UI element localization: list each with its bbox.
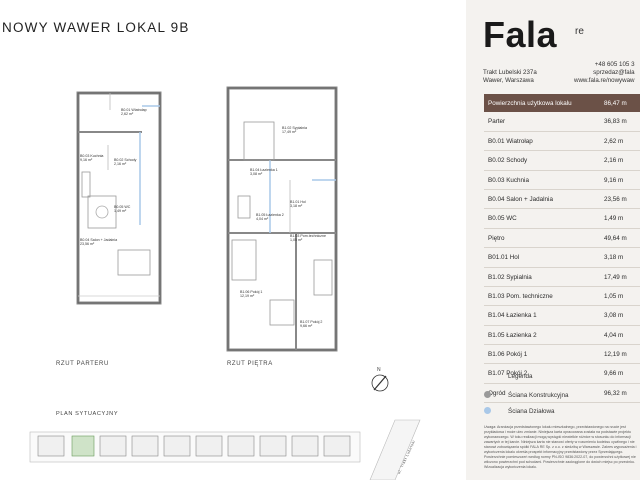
area-table-row: B1.02 Sypialnia 17,49 m	[484, 268, 640, 287]
area-label: B1.03 Pom. techniczne	[488, 292, 553, 300]
area-value: 1,49 m	[604, 215, 624, 223]
area-label: B0.04 Salon + Jadalnia	[488, 195, 553, 203]
area-table-row: B1.05 Łazienka 2 4,04 m	[484, 326, 640, 346]
first-floor-caption: RZUT PIĘTRA	[227, 361, 273, 367]
area-value: 1,05 m	[604, 292, 624, 300]
area-label: B1.07 Pokój 2	[488, 370, 528, 378]
area-label: B1.04 Łazienka 1	[488, 312, 537, 320]
website-link[interactable]: www.fala.re/nowywaw	[574, 77, 635, 84]
area-label: B0.01 Wiatrołap	[488, 137, 533, 145]
document-title: NOWY WAWER LOKAL 9B	[2, 20, 190, 35]
brand-contact: +48 605 105 3 sprzedaz@fala www.fala.re/…	[574, 61, 635, 85]
legend-swatch-gray	[484, 391, 491, 398]
phone-link[interactable]: +48 605 105 3	[594, 61, 635, 68]
area-value: 12,19 m	[604, 351, 627, 359]
area-value: 23,56 m	[604, 195, 627, 203]
first-floor-plan	[226, 86, 338, 352]
plan-area: NOWY WAWER LOKAL 9B	[2, 20, 421, 480]
area-table-row: B01.01 Hol 3,18 m	[484, 248, 640, 268]
brand-logo: Fala	[483, 14, 558, 55]
site-plan	[29, 419, 421, 480]
area-table-row: Parter 36,83 m	[484, 112, 640, 132]
area-table-row: Ogród 96,32 m	[484, 384, 640, 404]
area-label: B1.05 Łazienka 2	[488, 331, 537, 339]
area-table-row: B0.01 Wiatrołap 2,62 m	[484, 132, 640, 152]
area-label: B01.01 Hol	[488, 254, 520, 262]
area-label: B1.06 Pokój 1	[488, 351, 528, 359]
area-table-row: B0.03 Kuchnia 9,16 m	[484, 171, 640, 190]
area-table-row: B0.04 Salon + Jadalnia 23,56 m	[484, 190, 640, 210]
floor-plans-drawing	[29, 86, 421, 480]
area-value: 3,08 m	[604, 312, 624, 320]
email-link[interactable]: sprzedaz@fala	[593, 69, 635, 76]
area-table-row: Piętro 49,64 m	[484, 229, 640, 249]
area-value: 17,49 m	[604, 273, 627, 281]
brand-address: Trakt Lubelski 237a Wawer, Warszawa	[483, 69, 537, 84]
area-label: Piętro	[488, 234, 505, 242]
legend-title: Legenda	[508, 373, 533, 380]
area-value: 2,16 m	[604, 157, 624, 165]
area-value: 4,04 m	[604, 331, 624, 339]
area-label: Parter	[488, 118, 506, 126]
area-label: Powierzchnia użytkowa lokalu	[488, 100, 572, 107]
area-table-row: B1.07 Pokój 2 9,66 m	[484, 364, 640, 384]
compass-letter: N	[377, 367, 382, 373]
area-value: 9,16 m	[604, 176, 624, 184]
area-table-row: B1.03 Pom. techniczne 1,05 m	[484, 287, 640, 307]
area-value: 2,62 m	[604, 137, 624, 145]
area-table-row: B1.06 Pokój 1 12,19 m	[484, 345, 640, 365]
area-value: 86,47 m	[604, 100, 627, 107]
compass	[371, 374, 389, 392]
area-table-row: B0.05 WC 1,49 m	[484, 209, 640, 229]
area-label: B0.05 WC	[488, 215, 517, 223]
brand-logo-suffix: re	[575, 26, 584, 37]
info-panel	[466, 0, 640, 480]
site-plan-caption: PLAN SYTUACYJNY	[56, 411, 119, 417]
area-value: 49,64 m	[604, 234, 627, 242]
area-label: Ogród	[488, 389, 506, 397]
area-value: 9,66 m	[604, 370, 624, 378]
area-value: 96,32 m	[604, 389, 627, 397]
ground-floor-plan	[76, 91, 162, 305]
area-label: B1.02 Sypialnia	[488, 273, 532, 281]
area-label: B0.03 Kuchnia	[488, 176, 529, 184]
area-table-row: B0.02 Schody 2,16 m	[484, 151, 640, 171]
area-table-row: B1.04 Łazienka 1 3,08 m	[484, 306, 640, 326]
area-table-header: Powierzchnia użytkowa lokalu 86,47 m	[484, 94, 640, 113]
legend-swatch-blue	[484, 407, 491, 414]
disclaimer-note: Uwaga: Aranżacja przedstawionego lokalu …	[484, 425, 637, 469]
area-table: Powierzchnia użytkowa lokalu 86,47 m Parte…	[484, 94, 640, 404]
ground-floor-caption: RZUT PARTERU	[56, 361, 109, 367]
area-value: 3,18 m	[604, 254, 624, 262]
area-value: 36,83 m	[604, 118, 627, 126]
area-label: B0.02 Schody	[488, 157, 528, 165]
